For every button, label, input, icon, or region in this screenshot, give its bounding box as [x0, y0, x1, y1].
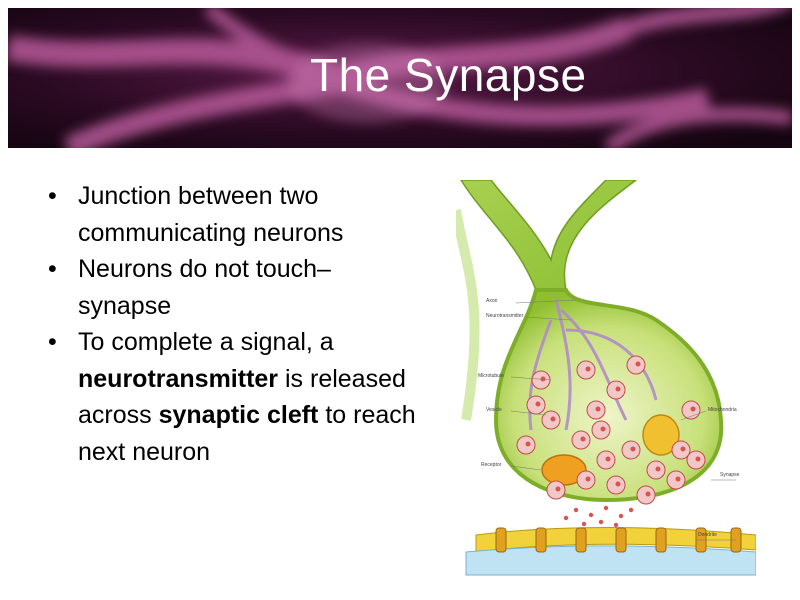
label-axon: Axon: [486, 298, 498, 304]
released-neurotransmitter: [613, 522, 619, 528]
bullet-marker: •: [48, 182, 57, 210]
neurotransmitter-dot: [525, 441, 531, 447]
neurotransmitter-dot: [580, 436, 586, 442]
neurotransmitter-dot: [535, 401, 541, 407]
released-neurotransmitter: [598, 519, 604, 525]
bullet-text: Neurons do not touch– synapse: [78, 255, 331, 320]
label-receptor: Receptor: [481, 462, 502, 468]
receptor: [535, 527, 547, 553]
receptor: [495, 527, 507, 553]
neurotransmitter-dot: [695, 456, 701, 462]
neurotransmitter-dot: [645, 491, 651, 497]
bullet-item: • Junction between two communicating neu…: [48, 178, 428, 251]
neurotransmitter-dot: [540, 376, 546, 382]
neurotransmitter-dot: [675, 476, 681, 482]
dendrite: [465, 545, 757, 576]
neurotransmitter-dot: [635, 361, 641, 367]
neurotransmitter-dot: [615, 481, 621, 487]
bullet-item: • To complete a signal, a neurotransmitt…: [48, 324, 428, 470]
released-neurotransmitter: [618, 513, 624, 519]
receptor: [615, 527, 627, 553]
receptor: [655, 527, 667, 553]
bold-term-neurotransmitter: neurotransmitter: [78, 364, 279, 393]
bullet-list: • Junction between two communicating neu…: [48, 178, 428, 470]
label-dendrite: Dendrite: [698, 532, 717, 538]
neurotransmitter-dot: [585, 366, 591, 372]
neurotransmitter-dot: [605, 456, 611, 462]
neuron-banner-image: [8, 8, 792, 148]
synapse-illustration: Axon Neurotransmitter Microtubule Vesicl…: [451, 179, 757, 580]
neurotransmitter-dot: [595, 406, 601, 412]
neurotransmitter-dot: [680, 446, 686, 452]
label-vesicle: Vesicle: [486, 407, 502, 413]
neurotransmitter-dot: [550, 416, 556, 422]
bullet-item: • Neurons do not touch– synapse: [48, 251, 428, 324]
bullet-text: is released across: [78, 364, 406, 430]
axon-shape: [459, 179, 639, 291]
label-microtubule: Microtubule: [478, 373, 504, 379]
neurotransmitter-dot: [655, 466, 661, 472]
bullet-marker: •: [48, 255, 57, 283]
neurotransmitter-dot: [555, 486, 561, 492]
label-synapse: Synapse: [720, 472, 740, 478]
bullet-text: To complete a signal, a: [78, 328, 334, 356]
neurotransmitter-dot: [615, 386, 621, 392]
neurotransmitter-dot: [585, 476, 591, 482]
neurotransmitter-dot: [630, 446, 636, 452]
neurotransmitter-dot: [690, 406, 696, 412]
bullet-text: Junction between two communicating neuro…: [78, 182, 344, 247]
bullet-marker: •: [48, 328, 57, 356]
slide-title: The Synapse: [310, 49, 587, 101]
neurotransmitter-dot: [600, 426, 606, 432]
receptor: [575, 527, 587, 553]
title-banner: [8, 8, 792, 148]
released-neurotransmitter: [573, 507, 579, 513]
label-neurotransmitter: Neurotransmitter: [486, 313, 524, 319]
label-mitochondria: Mitochondria: [708, 407, 737, 413]
bold-term-synaptic-cleft: synaptic cleft: [158, 401, 319, 429]
bullet-text: to reach next neuron: [78, 401, 416, 466]
released-neurotransmitter: [628, 507, 634, 513]
released-neurotransmitter: [563, 515, 569, 521]
synapse-diagram: Axon Neurotransmitter Microtubule Vesicl…: [451, 179, 757, 576]
released-neurotransmitter: [588, 512, 594, 518]
mitochondrion: [642, 414, 680, 456]
released-neurotransmitter: [603, 505, 609, 511]
released-neurotransmitter: [581, 521, 587, 527]
